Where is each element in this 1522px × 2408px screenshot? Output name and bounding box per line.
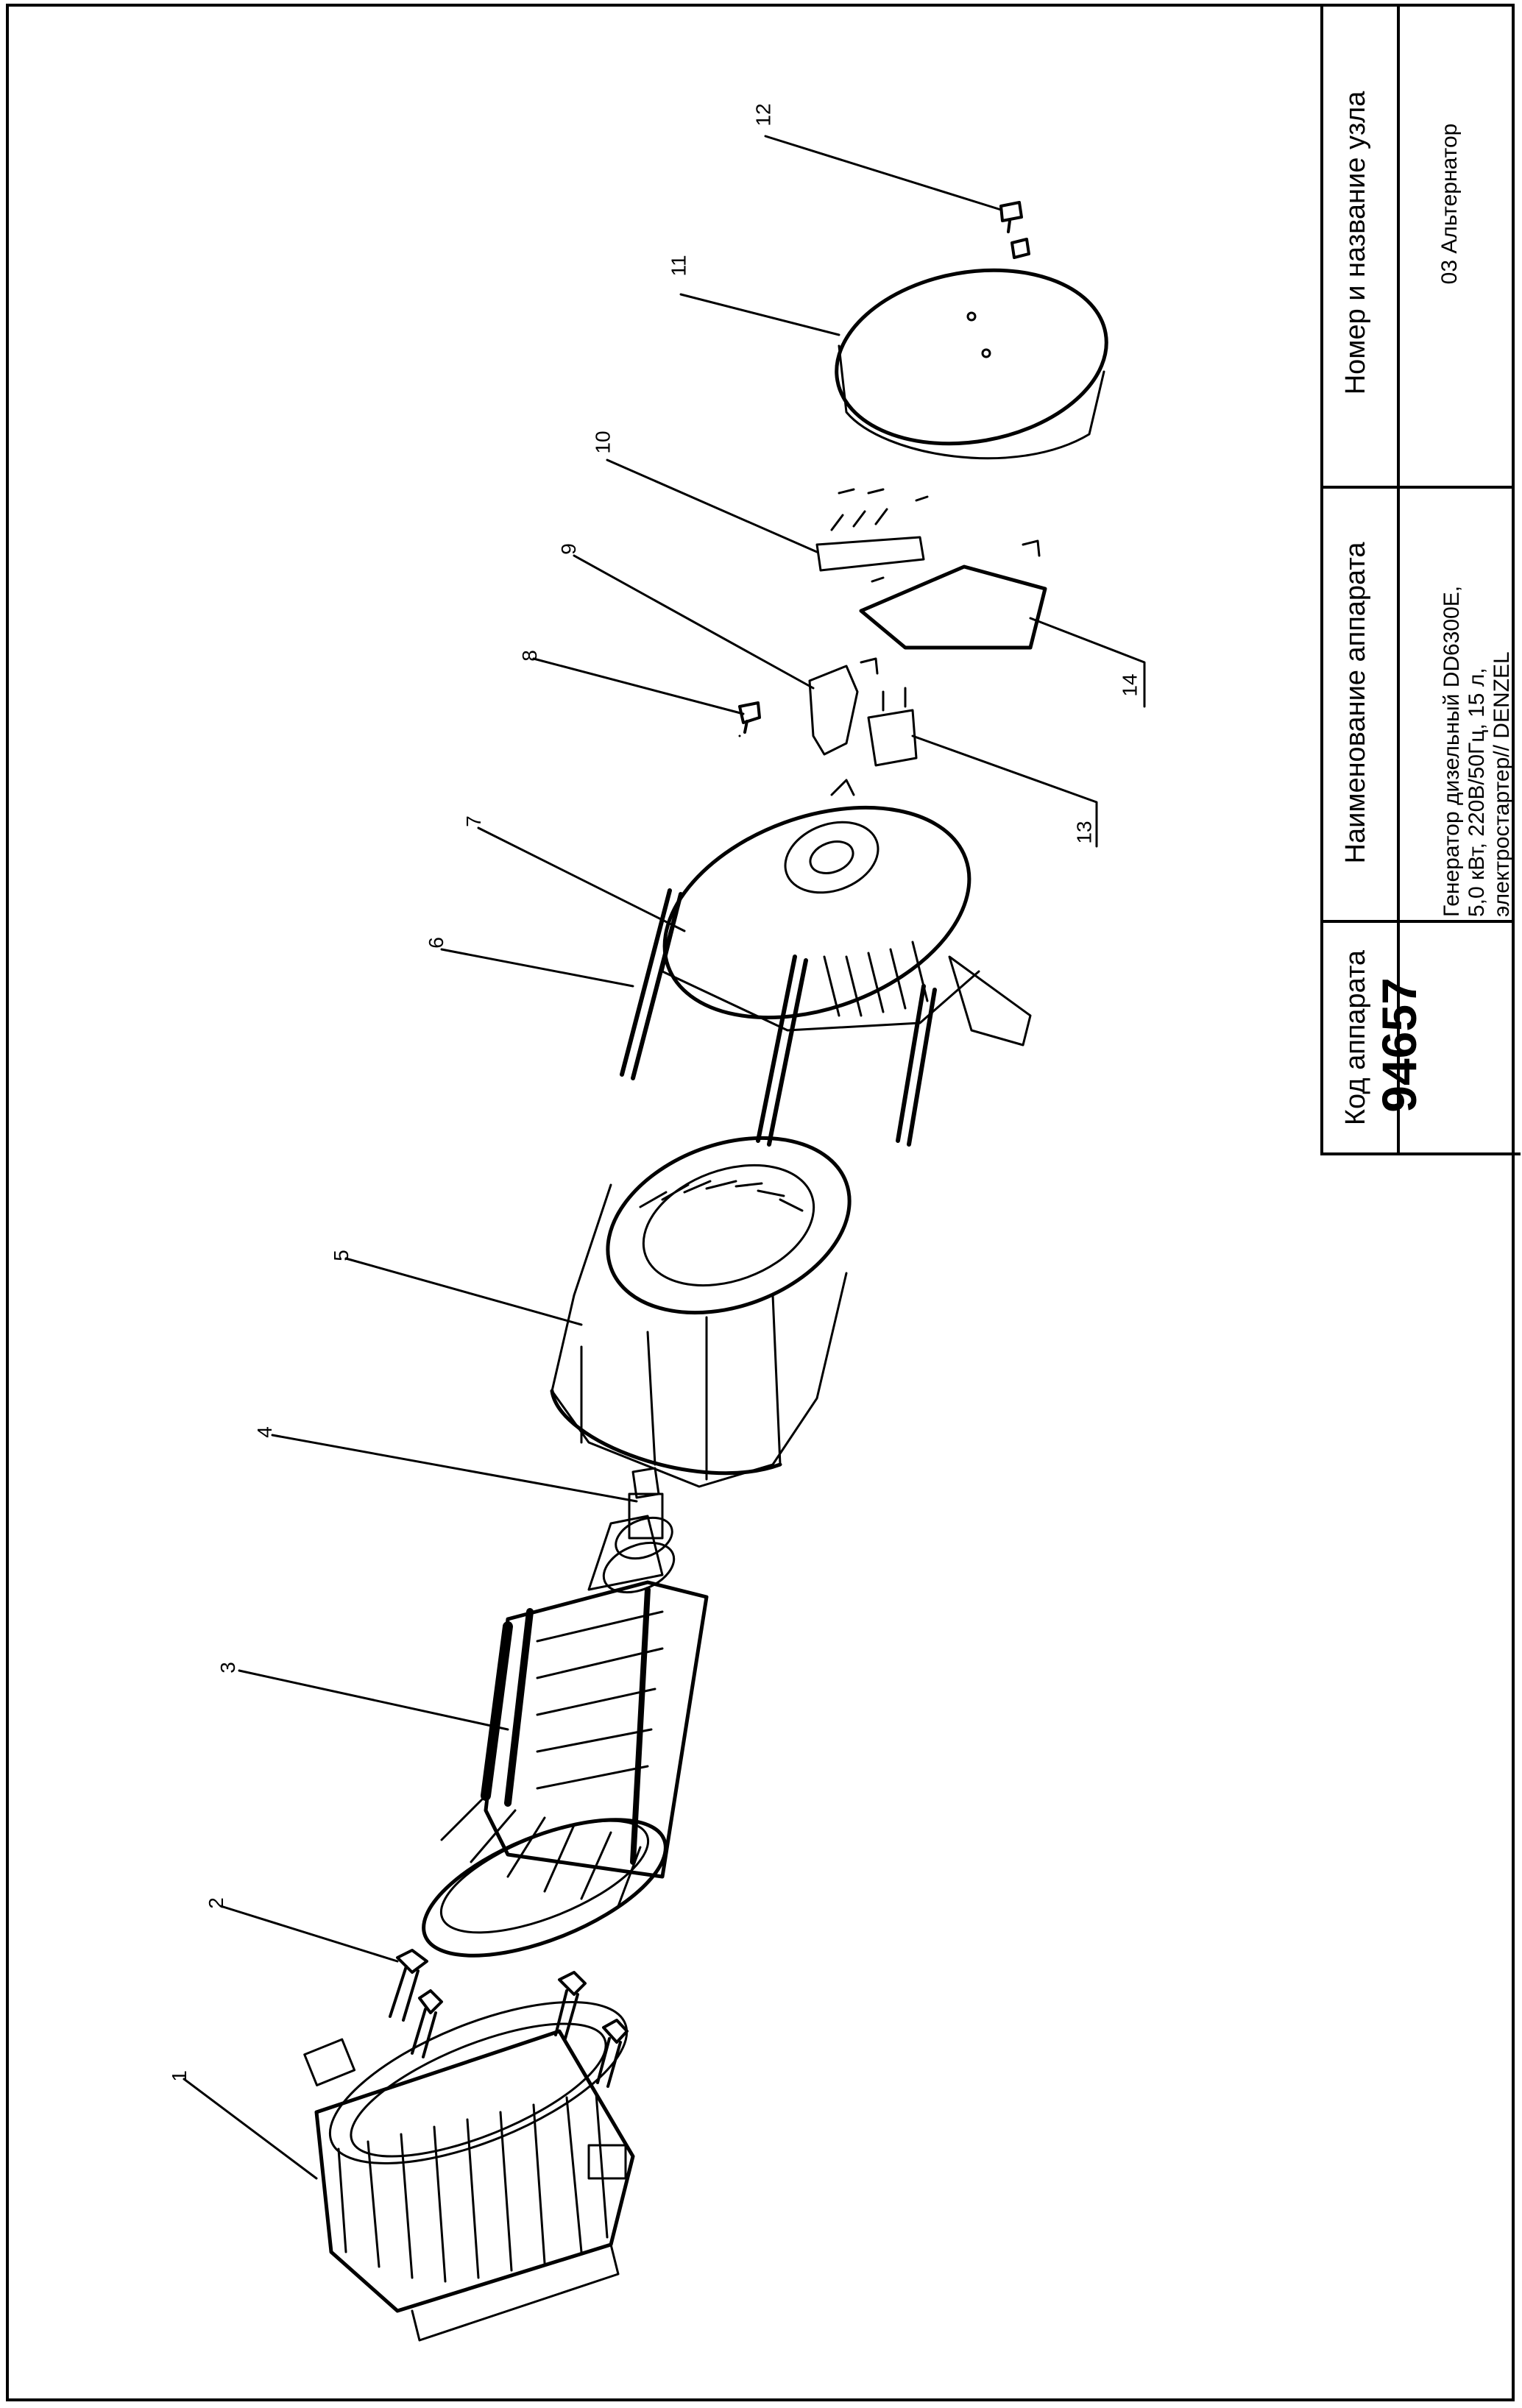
callout-12: 12 [751,103,775,127]
callout-9: 9 [556,543,580,555]
part-6-tie-rods [620,888,937,1147]
part-3-rotor [422,1515,709,1958]
title-block-row-divider [1320,920,1515,923]
part-11-end-cover [835,268,1108,460]
callout-5: 5 [329,1250,353,1261]
callout-13: 13 [1072,821,1096,844]
part-14-cover [859,539,1047,650]
part-10-terminal-board [815,488,929,572]
title-block [1320,4,1521,1155]
code-value: 94657 [1372,977,1426,1113]
callout-1: 1 [167,2070,191,2082]
part-8-screw [738,701,761,734]
title-block-row-divider [1320,486,1515,489]
callout-4: 4 [252,1426,276,1438]
part-9-brush-holder [808,657,879,756]
callout-8: 8 [517,650,541,662]
callout-7: 7 [461,815,485,827]
title-block-divider [1397,4,1400,1155]
sheet-frame [6,4,1515,2401]
part-7-front-shield [661,779,1032,1047]
part-4-bearing [628,1467,664,1540]
leader-lines [183,135,1146,2180]
node-header: Номер и название узла [1340,91,1371,395]
part-5-stator [550,1136,852,1488]
callout-6: 6 [424,937,447,949]
exploded-view [183,135,1146,2342]
part-2-bolts [389,1949,629,2088]
part-13-avr [867,687,918,767]
callout-2: 2 [204,1897,227,1909]
callout-14: 14 [1118,673,1142,697]
part-1-rear-housing [303,2001,635,2342]
part-12-screws [999,201,1030,259]
device-header: Наименование аппарата [1340,542,1371,864]
node-value: 03 Альтернатор [1437,123,1462,285]
callout-11: 11 [667,255,690,277]
callout-3: 3 [216,1662,239,1674]
callout-10: 10 [591,431,615,454]
device-value: Генератор дизельный DD6300E, 5,0 кВт, 22… [1440,585,1514,917]
